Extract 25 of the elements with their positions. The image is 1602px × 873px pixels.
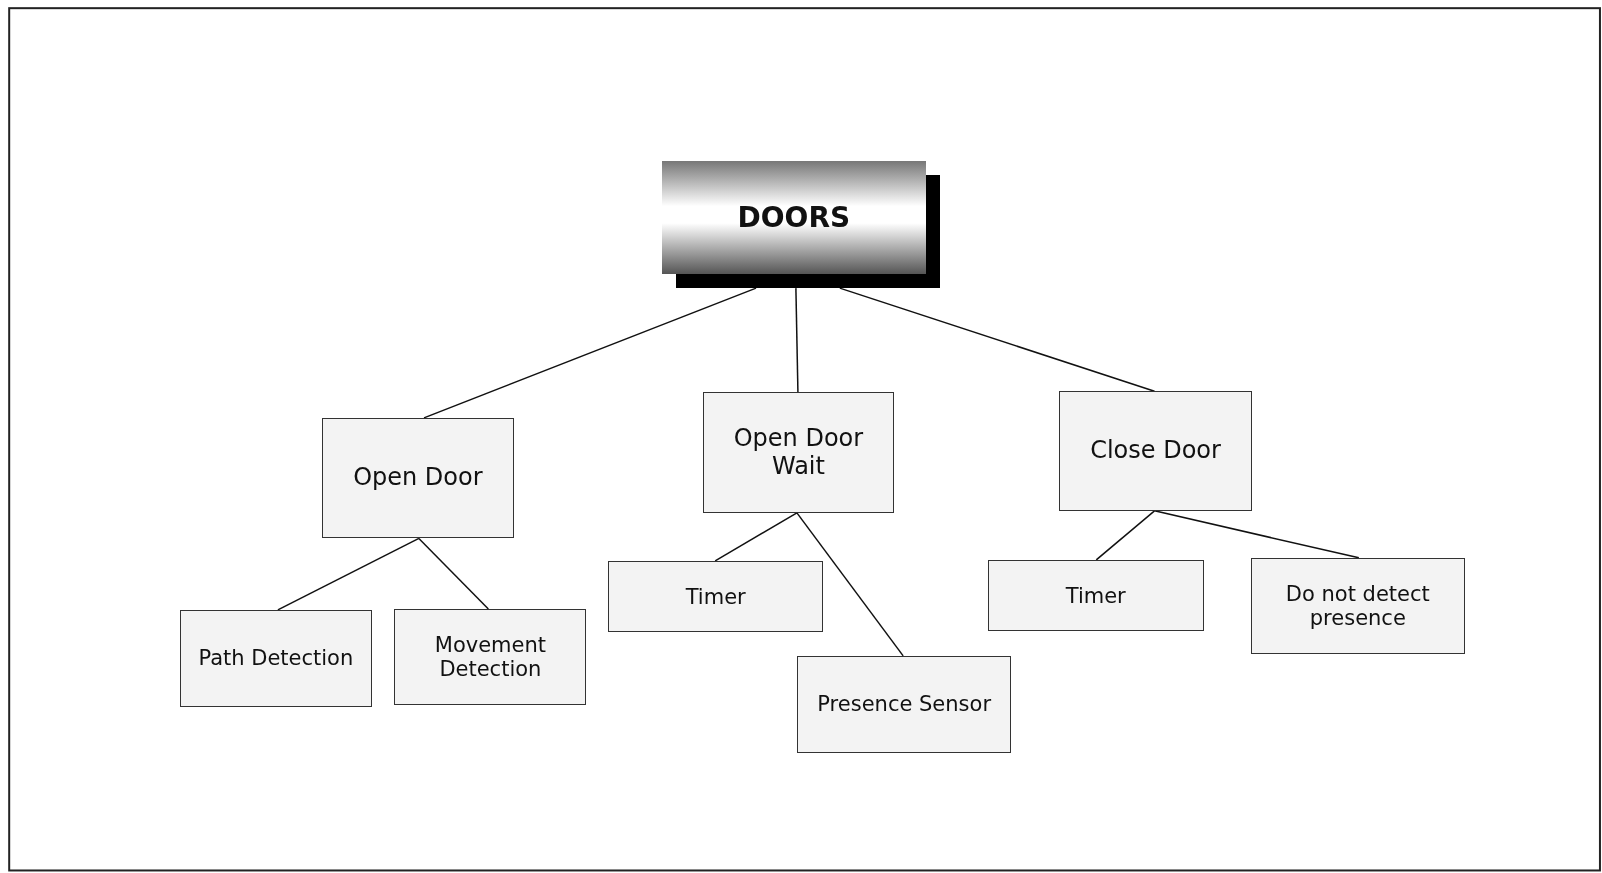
connector-line: [714, 512, 798, 562]
node-label: DOORS: [736, 201, 852, 234]
category-box: [394, 608, 587, 705]
connector-line: [418, 537, 490, 610]
category-box: [1059, 391, 1252, 511]
category-box: [321, 417, 514, 539]
node-label: Open Door: [352, 464, 484, 492]
node-label: Presence Sensor: [816, 692, 992, 717]
node-label: Timer: [1064, 583, 1127, 608]
node-label: Close Door: [1089, 437, 1222, 465]
category-box: [179, 609, 372, 707]
node-label: Movement Detection: [433, 632, 547, 682]
category-box: [702, 392, 894, 513]
connector-line: [1095, 510, 1156, 561]
connector-line: [796, 512, 904, 657]
node-label: Do not detect presence: [1284, 581, 1431, 630]
connector-line: [277, 537, 420, 611]
node-label: Timer: [684, 584, 747, 609]
category-box: [607, 560, 824, 633]
category-box: [987, 559, 1204, 632]
node-label: Open Door Wait: [732, 425, 865, 481]
connector-line: [1153, 510, 1360, 559]
category-box: [1250, 557, 1466, 654]
category-box: [796, 655, 1012, 753]
node-label: Path Detection: [197, 646, 355, 671]
